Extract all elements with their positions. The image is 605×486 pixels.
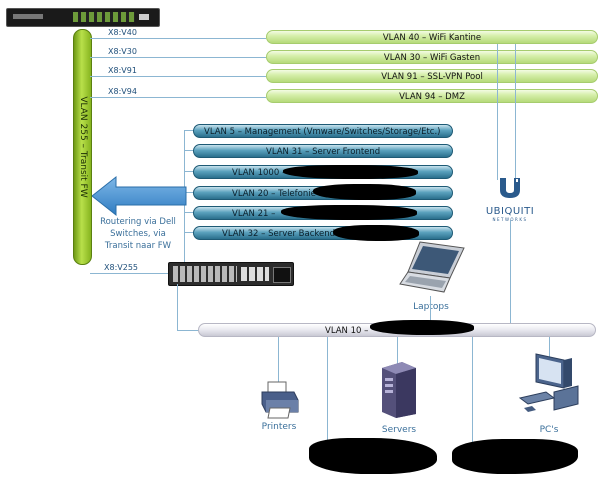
link-ubiquiti-b bbox=[515, 44, 516, 180]
pcs-label: PC's bbox=[539, 425, 559, 435]
server-icon bbox=[382, 362, 416, 418]
bracket-tick-31 bbox=[184, 150, 194, 151]
redaction-vlan-10 bbox=[370, 320, 474, 335]
transit-fw-bar: VLAN 255 – Transit FW bbox=[73, 29, 92, 265]
firewall-ports bbox=[73, 12, 135, 22]
link-switch-lan-v bbox=[177, 284, 178, 330]
link-pcs bbox=[549, 337, 550, 365]
vlan-tube-5: VLAN 5 – Management (Vmware/Switches/Sto… bbox=[193, 124, 453, 138]
link-servers-b bbox=[472, 337, 473, 457]
vlan-tube-40: VLAN 40 – WiFi Kantine bbox=[266, 30, 598, 44]
printer-icon bbox=[261, 381, 299, 419]
port-label-v91: X8:V91 bbox=[108, 66, 137, 75]
routing-note: Routering via Dell Switches, via Transit… bbox=[100, 217, 176, 251]
link-switch-lan-h bbox=[177, 330, 199, 331]
link-ubiquiti-a bbox=[497, 44, 498, 180]
ubiquiti-u-icon bbox=[500, 178, 520, 198]
firewall-appliance bbox=[6, 8, 160, 27]
redaction-vlan-20 bbox=[313, 184, 416, 200]
bracket-tick-1000 bbox=[184, 171, 194, 172]
port-label-v40: X8:V40 bbox=[108, 28, 137, 37]
servers-label: Servers bbox=[381, 425, 417, 435]
laptops-label: Laptops bbox=[413, 302, 449, 312]
redaction-bottom-right bbox=[452, 439, 578, 474]
printers-label: Printers bbox=[261, 422, 297, 432]
link-v94 bbox=[90, 97, 266, 98]
bracket-tick-32 bbox=[184, 232, 194, 233]
laptop-icon bbox=[399, 241, 465, 293]
redaction-bottom-left bbox=[309, 438, 437, 474]
link-laptops bbox=[430, 296, 431, 324]
link-printers bbox=[278, 337, 279, 385]
bracket-tick-20 bbox=[184, 192, 194, 193]
switch-power-ports bbox=[273, 267, 291, 283]
link-v30 bbox=[90, 57, 266, 58]
routing-arrow bbox=[92, 175, 187, 217]
bracket-tick-5 bbox=[184, 130, 194, 131]
redaction-vlan-32 bbox=[333, 225, 419, 241]
link-v255 bbox=[90, 273, 170, 274]
vlan-10-label: VLAN 10 – bbox=[325, 326, 369, 336]
link-v91 bbox=[90, 76, 266, 77]
switch-ports bbox=[173, 266, 237, 282]
link-servers-a bbox=[327, 337, 328, 457]
link-v40 bbox=[90, 38, 266, 39]
link-ubiquiti-lan bbox=[510, 220, 511, 324]
vlan-tube-94: VLAN 94 – DMZ bbox=[266, 89, 598, 103]
vlan-tube-31: VLAN 31 – Server Frontend bbox=[193, 144, 453, 158]
dell-switch bbox=[168, 262, 294, 286]
vlan-tube-30: VLAN 30 – WiFi Gasten bbox=[266, 50, 598, 64]
pc-icon bbox=[518, 353, 579, 412]
switch-uplink-ports bbox=[241, 267, 269, 281]
port-label-v94: X8:V94 bbox=[108, 87, 137, 96]
vlan-tube-91: VLAN 91 – SSL-VPN Pool bbox=[266, 69, 598, 83]
port-label-v30: X8:V30 bbox=[108, 47, 137, 56]
link-servers bbox=[397, 337, 398, 369]
port-label-v255: X8:V255 bbox=[104, 263, 139, 272]
redaction-vlan-1000 bbox=[283, 165, 418, 179]
ubiquiti-brand: UBIQUITI bbox=[485, 206, 535, 217]
ubiquiti-logo: UBIQUITI NETWORKS bbox=[480, 176, 540, 222]
firewall-logo bbox=[13, 14, 43, 19]
ubiquiti-sub: NETWORKS bbox=[480, 217, 540, 222]
transit-fw-label: VLAN 255 – Transit FW bbox=[77, 96, 88, 198]
bracket-tick-21 bbox=[184, 212, 194, 213]
redaction-vlan-21 bbox=[281, 205, 417, 220]
firewall-status-led bbox=[139, 14, 149, 20]
